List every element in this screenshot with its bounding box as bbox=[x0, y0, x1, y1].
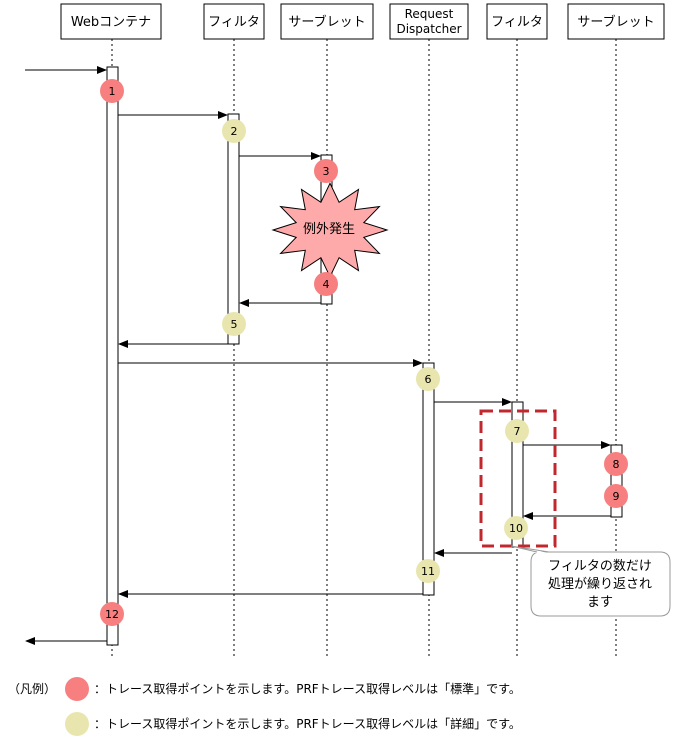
trace-point-9: 9 bbox=[604, 484, 628, 508]
trace-point-12: 12 bbox=[100, 602, 124, 626]
trace-point-10: 10 bbox=[504, 516, 528, 540]
svg-text:6: 6 bbox=[425, 373, 432, 386]
legend-standard-swatch bbox=[65, 677, 89, 701]
svg-text:：トレース取得ポイントを示します。PRFトレース取得レベルは: ：トレース取得ポイントを示します。PRFトレース取得レベルは「標準」です。 bbox=[94, 681, 521, 696]
svg-text:11: 11 bbox=[421, 565, 435, 578]
legend-detail-swatch bbox=[65, 712, 89, 736]
activation-filter-1 bbox=[227, 113, 240, 345]
svg-text:7: 7 bbox=[514, 425, 521, 438]
participant-filter-2: フィルタ bbox=[486, 3, 548, 40]
trace-point-3: 3 bbox=[314, 159, 338, 183]
participant-servlet-2: サーブレット bbox=[567, 3, 665, 40]
svg-text:フィルタ: フィルタ bbox=[491, 15, 543, 30]
trace-point-11: 11 bbox=[416, 559, 440, 583]
participant-filter-1: フィルタ bbox=[203, 3, 265, 40]
svg-text:Request: Request bbox=[405, 7, 454, 21]
trace-point-7: 7 bbox=[505, 419, 529, 443]
svg-text:8: 8 bbox=[613, 458, 620, 471]
svg-text:5: 5 bbox=[231, 318, 238, 331]
svg-text:：トレース取得ポイントを示します。PRFトレース取得レベルは: ：トレース取得ポイントを示します。PRFトレース取得レベルは「詳細」です。 bbox=[94, 716, 521, 731]
trace-point-1: 1 bbox=[100, 79, 124, 103]
svg-text:4: 4 bbox=[323, 278, 330, 291]
svg-text:例外発生: 例外発生 bbox=[303, 222, 355, 237]
trace-point-8: 8 bbox=[604, 452, 628, 476]
svg-text:サーブレット: サーブレット bbox=[288, 14, 365, 30]
svg-text:フィルタ: フィルタ bbox=[208, 15, 260, 30]
trace-point-4: 4 bbox=[314, 272, 338, 296]
svg-text:ます: ます bbox=[587, 595, 613, 610]
svg-text:フィルタの数だけ: フィルタの数だけ bbox=[548, 559, 652, 574]
messages bbox=[25, 66, 611, 645]
svg-text:3: 3 bbox=[323, 165, 330, 178]
svg-text:1: 1 bbox=[109, 85, 116, 98]
trace-point-6: 6 bbox=[416, 367, 440, 391]
activation-servlet-2 bbox=[610, 444, 623, 518]
svg-text:処理が繰り返され: 処理が繰り返され bbox=[548, 577, 652, 592]
activation-request-dispatcher bbox=[422, 362, 435, 596]
participant-request-dispatcher: Request Dispatcher bbox=[389, 3, 469, 40]
svg-text:Dispatcher: Dispatcher bbox=[396, 22, 461, 36]
svg-text:Webコンテナ: Webコンテナ bbox=[71, 15, 151, 30]
svg-text:10: 10 bbox=[509, 522, 523, 535]
legend: （凡例） ：トレース取得ポイントを示します。PRFトレース取得レベルは「標準」で… bbox=[8, 677, 521, 736]
participant-servlet-1: サーブレット bbox=[280, 3, 374, 40]
repeat-callout: フィルタの数だけ 処理が繰り返され ます bbox=[510, 545, 671, 617]
trace-points: 1 2 3 4 5 6 7 8 9 10 11 12 bbox=[100, 79, 628, 626]
exception-starburst: 例外発生 bbox=[271, 182, 389, 278]
svg-text:（凡例）: （凡例） bbox=[8, 682, 56, 696]
svg-text:2: 2 bbox=[231, 125, 238, 138]
svg-text:12: 12 bbox=[105, 608, 119, 621]
trace-point-5: 5 bbox=[222, 312, 246, 336]
repeat-region-box bbox=[479, 409, 557, 548]
svg-text:9: 9 bbox=[613, 490, 620, 503]
activation-web bbox=[106, 66, 119, 646]
svg-text:サーブレット: サーブレット bbox=[577, 14, 654, 30]
trace-point-2: 2 bbox=[222, 119, 246, 143]
participant-web-container: Webコンテナ bbox=[60, 3, 162, 40]
